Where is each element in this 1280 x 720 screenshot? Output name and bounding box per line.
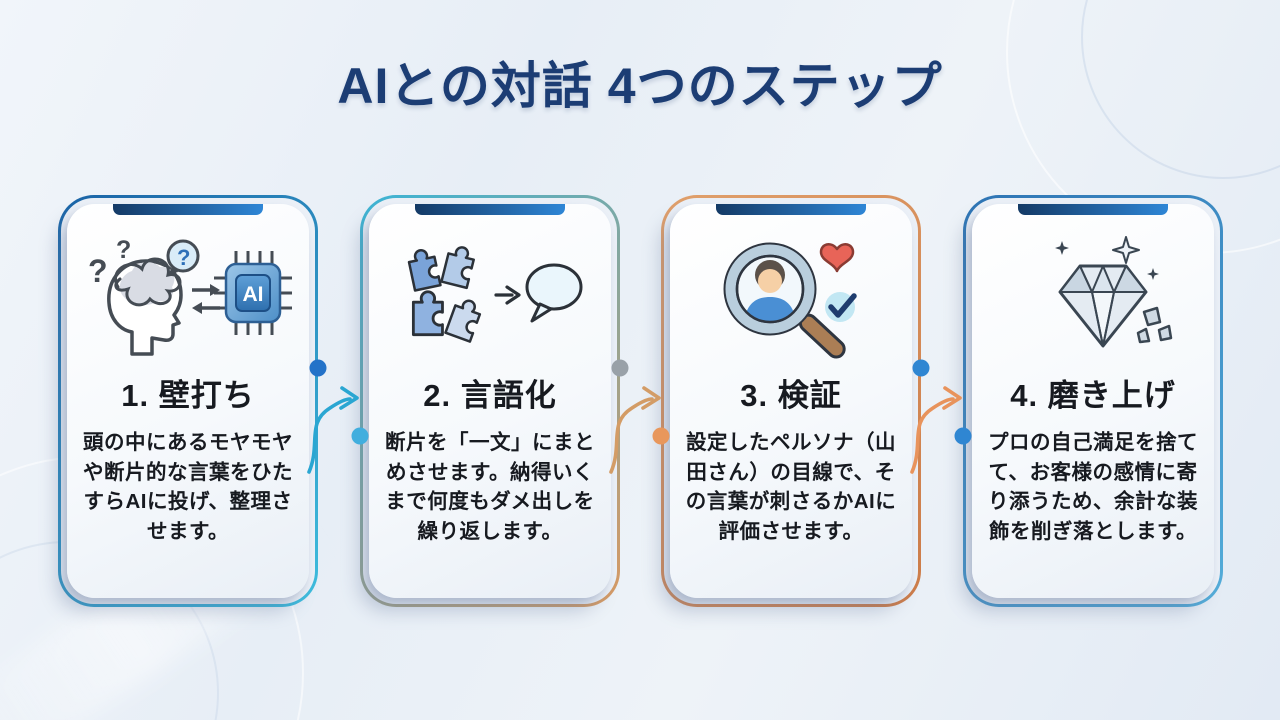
step-description: 断片を「一文」にまとめさせます。納得いくまで何度もダメ出しを繰り返します。 — [385, 431, 595, 544]
puzzle-to-speech-bubble-icon — [394, 230, 586, 362]
step-card-1: ? ? ? — [58, 195, 318, 607]
step-card-3: 3. 検証 設定したペルソナ（山田さん）の目線で、その言葉が刺さるかAIに評価さ… — [661, 195, 921, 607]
card-notch — [716, 204, 866, 215]
step-description: 頭の中にあるモヤモヤや断片的な言葉をひたすらAIに投げ、整理させます。 — [83, 431, 293, 544]
step-card-3-surface: 3. 検証 設定したペルソナ（山田さん）の目線で、その言葉が刺さるかAIに評価さ… — [670, 204, 912, 598]
step-title: 4. 磨き上げ — [1010, 378, 1176, 413]
step-description: プロの自己満足を捨てて、お客様の感情に寄り添うため、余計な装飾を削ぎ落とします。 — [988, 431, 1198, 544]
step-card-2-surface: 2. 言語化 断片を「一文」にまとめさせます。納得いくまで何度もダメ出しを繰り返… — [369, 204, 611, 598]
step-card-1-surface: ? ? ? — [67, 204, 309, 598]
step-card-4-surface: 4. 磨き上げ プロの自己満足を捨てて、お客様の感情に寄り添うため、余計な装飾を… — [972, 204, 1214, 598]
step-description: 設定したペルソナ（山田さん）の目線で、その言葉が刺さるかAIに評価させます。 — [685, 431, 897, 544]
persona-magnifier-heart-check-icon — [708, 230, 874, 362]
brainstorm-head-ai-chip-icon: ? ? ? — [80, 230, 296, 362]
page-title: AIとの対話 4つのステップ — [337, 58, 943, 114]
step-card-4: 4. 磨き上げ プロの自己満足を捨てて、お客様の感情に寄り添うため、余計な装飾を… — [963, 195, 1223, 607]
step-card-2: 2. 言語化 断片を「一文」にまとめさせます。納得いくまで何度もダメ出しを繰り返… — [360, 195, 620, 607]
card-notch — [1018, 204, 1168, 215]
step-title: 1. 壁打ち — [121, 378, 255, 413]
card-notch — [113, 204, 263, 215]
svg-text:?: ? — [88, 253, 108, 289]
step-title: 3. 検証 — [740, 378, 842, 413]
card-notch — [415, 204, 565, 215]
svg-text:?: ? — [116, 236, 131, 264]
diamond-polish-icon — [1010, 230, 1176, 362]
step-title: 2. 言語化 — [423, 378, 557, 413]
svg-text:AI: AI — [243, 283, 264, 306]
svg-text:?: ? — [177, 245, 190, 270]
